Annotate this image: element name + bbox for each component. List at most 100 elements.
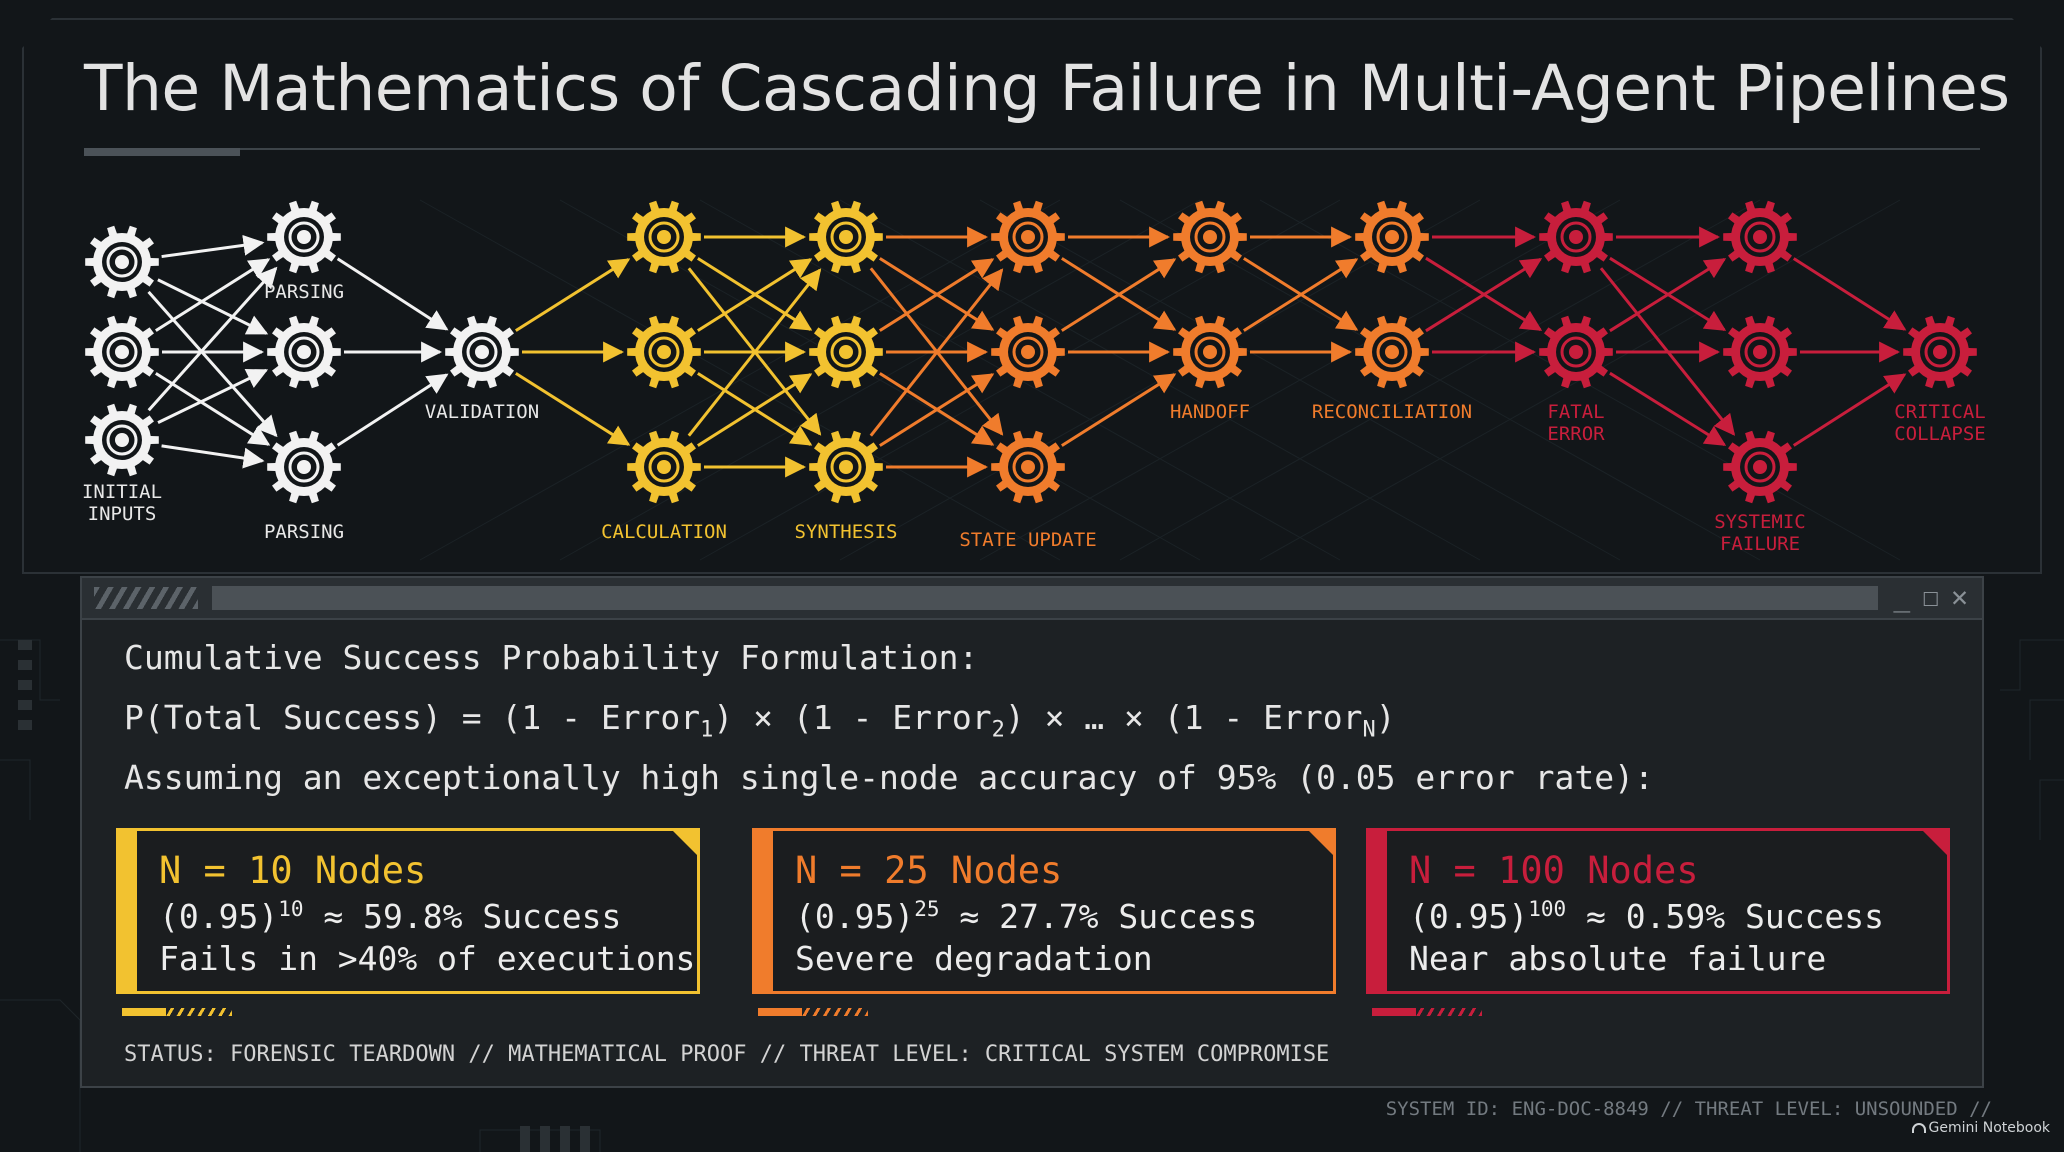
card-calculation: (0.95)25 ≈ 27.7% Success [795,897,1258,936]
gear-icon [627,430,701,504]
pipeline-edge [147,266,278,412]
formula-heading: Cumulative Success Probability Formulati… [124,638,979,677]
node-label: STATE UPDATE [959,529,1096,551]
card-calculation: (0.95)10 ≈ 59.8% Success [159,897,622,936]
gemini-notebook-badge: Gemini Notebook [1911,1120,2050,1136]
card-corner [1920,828,1950,858]
status-line: STATUS: FORENSIC TEARDOWN // MATHEMATICA… [124,1042,1330,1067]
node-label: PARSING [264,521,344,543]
title-bar-hatch [94,587,198,609]
gear-icon [1723,315,1797,389]
notebook-icon [1911,1123,1926,1133]
pipeline-edge [336,373,449,447]
maximize-icon[interactable]: ☐ [1922,580,1940,613]
pipeline-edge [1792,373,1907,447]
node-label: PARSING [264,281,344,303]
gear-icon [1355,200,1429,274]
card-title: N = 100 Nodes [1409,849,1699,892]
card-note: Fails in >40% of executions [159,939,696,978]
pipeline-edge [687,268,822,437]
pipeline-edge [869,268,1004,437]
gear-icon [1723,430,1797,504]
pipeline-edge [155,372,271,446]
pipeline-edge [1609,257,1727,333]
gear-icon [627,315,701,389]
gear-icon [445,315,519,389]
node-label: HANDOFF [1170,401,1250,423]
pipeline-edge [1061,258,1177,332]
gear-icon [267,315,341,389]
gear-icon [1355,315,1429,389]
title-divider-accent [84,148,240,156]
pipeline-edge [879,258,995,332]
assumption-text: Assuming an exceptionally high single-no… [124,758,1654,797]
panel-title-bar[interactable]: _ ☐ ✕ [82,578,1982,620]
node-label: CRITICAL [1894,401,1986,423]
pipeline-edge [161,234,265,259]
gear-icon [1173,315,1247,389]
card-title: N = 10 Nodes [159,849,427,892]
node-label: VALIDATION [425,401,539,423]
pipeline-edge [155,258,271,332]
card-edge [1369,831,1387,991]
pipeline-edge [1243,258,1359,332]
card-100-nodes: N = 100 Nodes (0.95)100 ≈ 0.59% Success … [1366,828,1950,994]
gear-icon [1539,315,1613,389]
node-label: INITIAL [82,481,162,503]
page-title: The Mathematics of Cascading Failure in … [84,52,2010,125]
card-edge [755,831,773,991]
node-label: COLLAPSE [1894,423,1986,445]
gear-icon [991,200,1065,274]
pipeline-edge [515,372,631,446]
gear-icon [991,430,1065,504]
minimize-icon[interactable]: _ [1893,580,1911,613]
card-accent-strip [758,1008,868,1016]
pipeline-edge [1425,257,1543,333]
node-label: RECONCILIATION [1312,401,1472,423]
pipeline-edge [1061,373,1177,447]
gear-icon [267,430,341,504]
gear-icon [809,430,883,504]
card-25-nodes: N = 25 Nodes (0.95)25 ≈ 27.7% Success Se… [752,828,1336,994]
pipeline-edge [147,290,278,438]
node-label: SYSTEMIC [1714,511,1806,533]
pipeline-edge [161,444,265,469]
pipeline-edge [697,258,813,332]
gear-icon [809,315,883,389]
pipeline-edge [157,278,269,335]
card-calculation: (0.95)100 ≈ 0.59% Success [1409,897,1885,936]
pipeline-edge [697,373,813,447]
gear-icon [1539,200,1613,274]
node-label: ERROR [1547,423,1605,445]
close-icon[interactable]: ✕ [1951,580,1968,613]
gear-icon [991,315,1065,389]
title-bar-fill [212,586,1878,610]
window-controls: _ ☐ ✕ [1893,580,1968,614]
formula-panel: _ ☐ ✕ Cumulative Success Probability For… [80,576,1984,1088]
node-label: CALCULATION [601,521,727,543]
node-label: FATAL [1547,401,1604,423]
header-frame [22,18,2042,574]
gear-icon [627,200,701,274]
pipeline-edge [336,257,449,331]
pipeline-edge [157,368,269,424]
system-id-footer: SYSTEM ID: ENG-DOC-8849 // THREAT LEVEL:… [1385,1098,1992,1120]
card-title: N = 25 Nodes [795,849,1063,892]
pipeline-edge [1609,371,1727,447]
card-accent-strip [122,1008,232,1016]
node-label: SYNTHESIS [795,521,898,543]
node-label: FAILURE [1720,533,1800,555]
pipeline-edge [1792,257,1907,331]
gear-icon [1173,200,1247,274]
node-label: INPUTS [88,503,157,525]
card-accent-strip [1372,1008,1482,1016]
formula-expression: P(Total Success) = (1 - Error1) × (1 - E… [124,698,1396,743]
title-divider [84,148,1980,150]
card-corner [1306,828,1336,858]
gear-icon [1723,200,1797,274]
gear-icon [85,225,159,299]
card-edge [119,831,137,991]
gear-icon [809,200,883,274]
card-10-nodes: N = 10 Nodes (0.95)10 ≈ 59.8% Success Fa… [116,828,700,994]
